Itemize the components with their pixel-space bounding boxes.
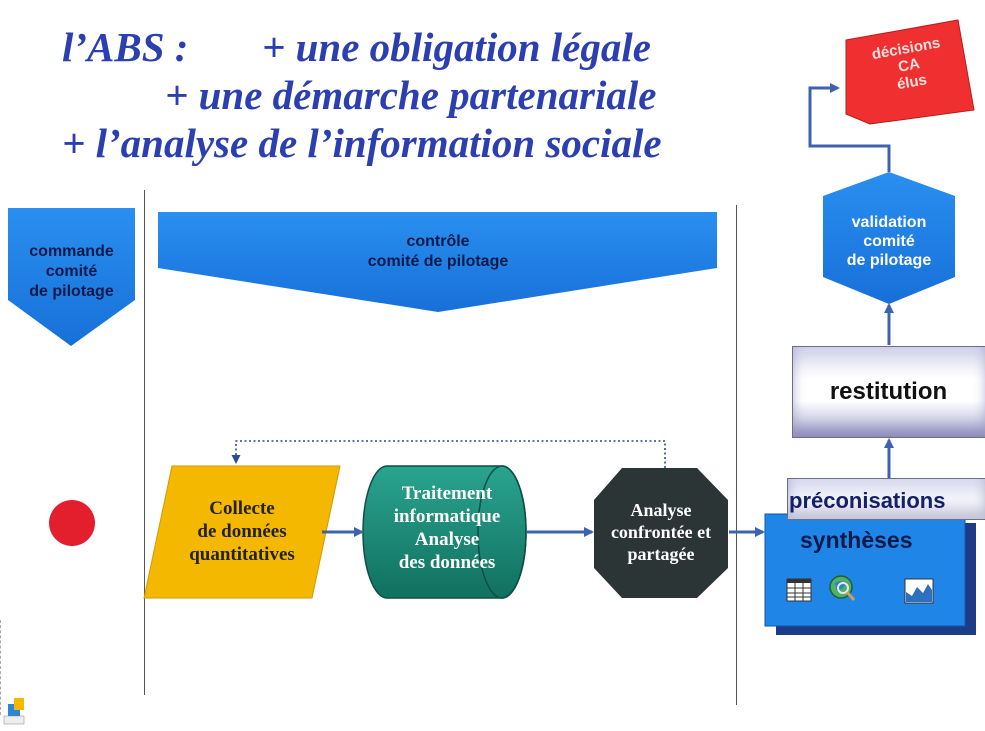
arrow-validation-decisions <box>808 83 891 172</box>
controle-line-1: contrôle <box>406 233 470 250</box>
validation-label: validation comité de pilotage <box>823 213 955 270</box>
analyse-line-1: Analyse <box>630 500 692 520</box>
left-border <box>0 620 1 715</box>
validation-line-1: validation <box>851 214 927 231</box>
validation-shape <box>823 172 955 304</box>
preconisations-box <box>787 478 985 520</box>
collecte-shape <box>143 465 341 599</box>
validation-line-3: de pilotage <box>846 252 932 269</box>
controle-line-2: comité de pilotage <box>367 253 509 270</box>
restitution-box <box>792 346 985 438</box>
area-chart-icon <box>904 578 934 604</box>
preconisations-label: préconisations <box>789 488 946 513</box>
commande-label: commande comité de pilotage <box>8 242 135 302</box>
validation-line-2: comité <box>863 233 915 250</box>
analyse-shape <box>594 468 728 598</box>
controle-label: contrôle comité de pilotage <box>158 232 718 272</box>
commande-shape <box>8 208 135 346</box>
syntheses-label: synthèses <box>800 527 913 553</box>
title-analyse: + l’analyse de l’information sociale <box>62 120 662 166</box>
commande-line-3: de pilotage <box>29 283 114 300</box>
traitement-line-2: informatique <box>393 506 501 527</box>
controle-shape <box>158 212 717 312</box>
analyse-line-2: confrontée et <box>610 522 712 542</box>
collecte-line-1: Collecte <box>209 498 275 519</box>
traitement-line-3: Analyse <box>414 529 480 550</box>
traitement-label: Traitement informatique Analyse des donn… <box>362 482 532 574</box>
collecte-line-3: quantitatives <box>189 544 295 565</box>
separator-left <box>144 190 145 695</box>
separator-right <box>736 205 737 705</box>
commande-line-1: commande <box>29 243 114 260</box>
restitution-label: restitution <box>829 378 948 405</box>
collecte-label: Collecte de données quantitatives <box>150 497 334 566</box>
decisions-shape <box>845 19 975 125</box>
traitement-shape <box>362 465 527 599</box>
analyse-label: Analyse confrontée et partagée <box>594 499 728 565</box>
analyse-line-3: partagée <box>627 544 695 564</box>
title-demarche: + une démarche partenariale <box>165 72 657 118</box>
traitement-line-1: Traitement <box>401 483 493 504</box>
collecte-line-2: de données <box>197 521 287 542</box>
globe-search-icon <box>829 575 856 601</box>
commande-line-2: comité <box>45 263 98 280</box>
title-obligation: + une obligation légale <box>262 24 651 70</box>
red-dot <box>49 500 95 546</box>
syntheses-shape <box>764 513 966 627</box>
table-icon <box>786 578 812 602</box>
title-abs: l’ABS : <box>62 24 189 70</box>
feedback-loop <box>231 440 666 468</box>
logo-icon <box>3 698 25 725</box>
traitement-line-4: des données <box>398 552 496 573</box>
